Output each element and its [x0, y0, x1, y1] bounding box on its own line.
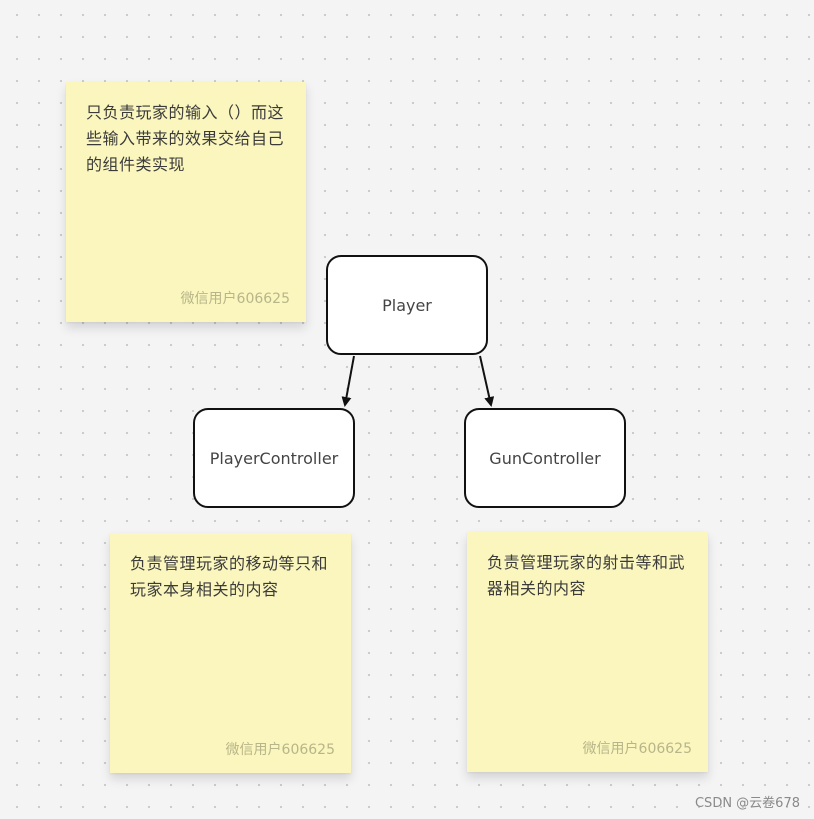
sticky-note-text: 只负责玩家的输入（）而这些输入带来的效果交给自己的组件类实现: [86, 103, 285, 174]
sticky-note-text: 负责管理玩家的射击等和武器相关的内容: [487, 553, 686, 598]
sticky-note-movement[interactable]: 负责管理玩家的移动等只和玩家本身相关的内容 微信用户606625: [110, 533, 351, 773]
sticky-note-weapon[interactable]: 负责管理玩家的射击等和武器相关的内容 微信用户606625: [467, 532, 708, 772]
sticky-note-input[interactable]: 只负责玩家的输入（）而这些输入带来的效果交给自己的组件类实现 微信用户60662…: [66, 82, 306, 322]
sticky-note-author: 微信用户606625: [582, 741, 692, 757]
node-gun-controller[interactable]: GunController: [464, 408, 626, 508]
edge-player-to-guncontroller: [479, 355, 495, 407]
sticky-note-author: 微信用户606625: [225, 742, 335, 758]
node-label: GunController: [489, 448, 601, 468]
edge-player-to-playercontroller: [341, 355, 355, 407]
node-label: Player: [382, 295, 432, 315]
sticky-note-author: 微信用户606625: [180, 291, 290, 307]
watermark: CSDN @云卷678: [694, 796, 800, 811]
node-player-controller[interactable]: PlayerController: [193, 408, 355, 508]
node-player[interactable]: Player: [326, 255, 488, 355]
sticky-note-text: 负责管理玩家的移动等只和玩家本身相关的内容: [130, 554, 329, 599]
node-label: PlayerController: [209, 448, 339, 468]
